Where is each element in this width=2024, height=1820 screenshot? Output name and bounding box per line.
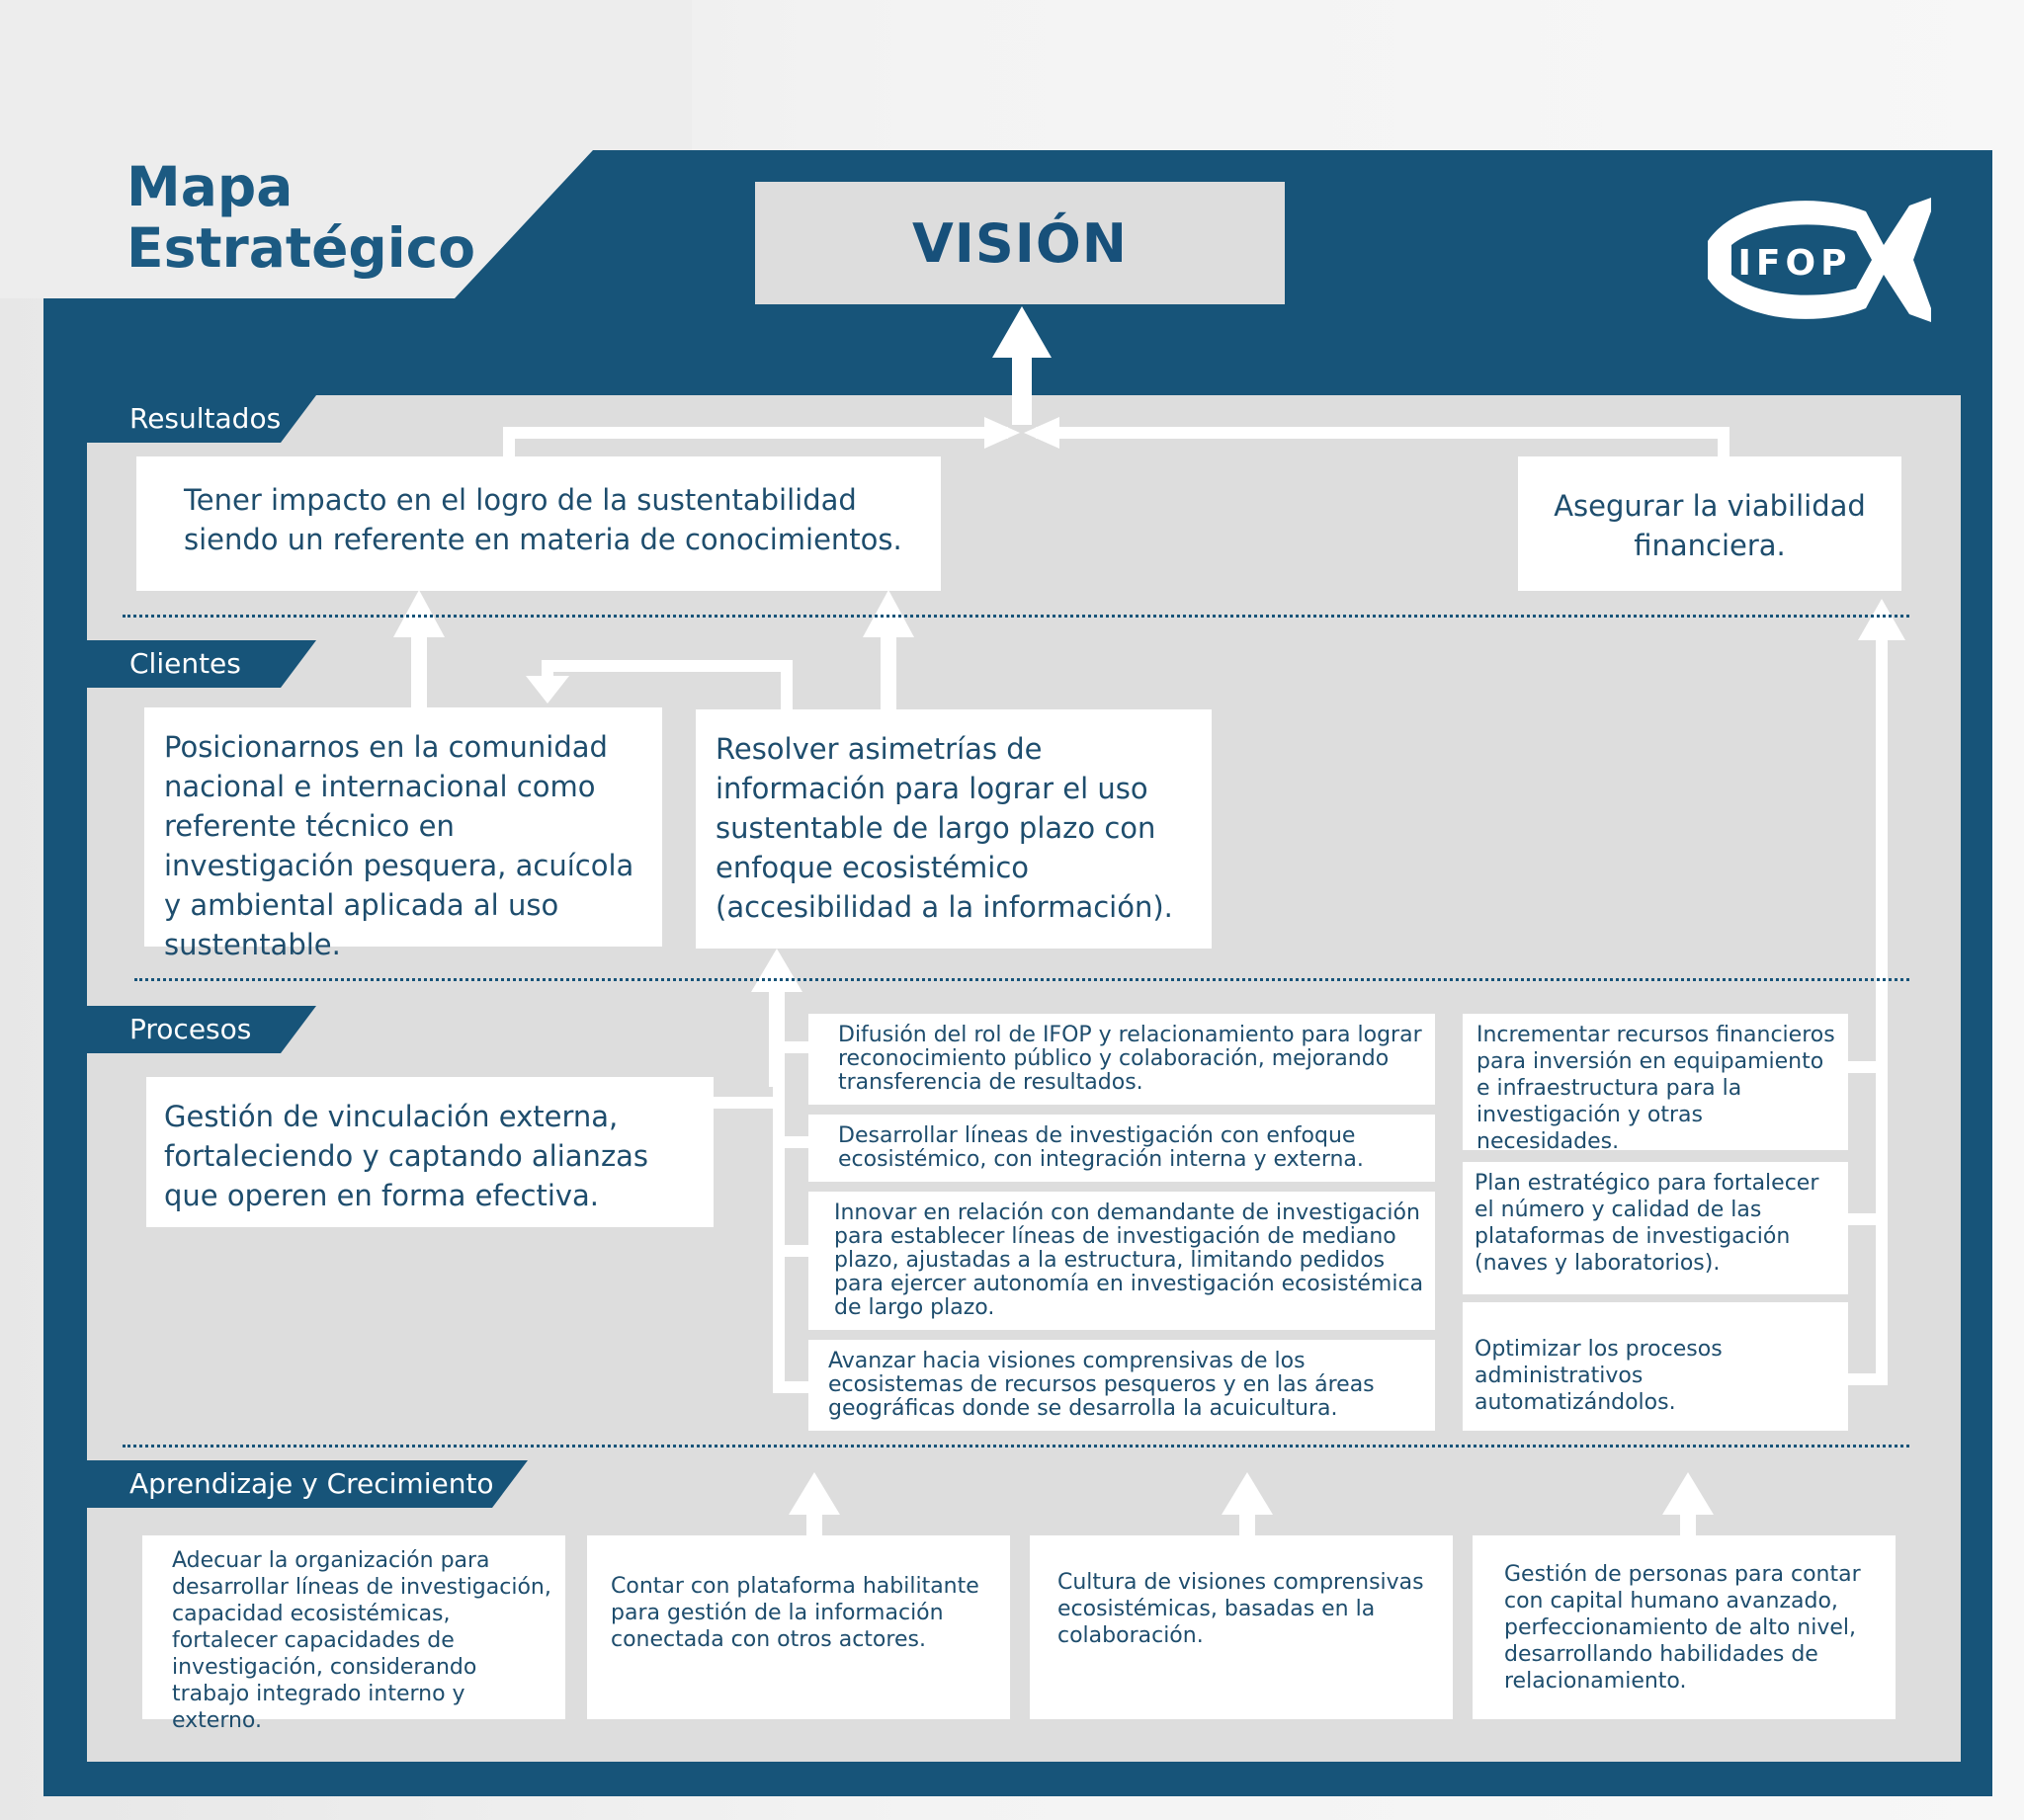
- results-right-riser: [1718, 427, 1729, 456]
- vision-arrow-shaft: [1012, 346, 1032, 425]
- objective-plan: Plan estratégico para fortalecer el núme…: [1463, 1162, 1848, 1294]
- financial-arrowhead: [1858, 599, 1905, 640]
- objective-asimetrias: Resolver asimetrías de información para …: [696, 709, 1212, 949]
- page-title: Mapa Estratégico: [126, 156, 640, 279]
- objective-adecuar: Adecuar la organización para desarrollar…: [142, 1535, 565, 1733]
- results-left-connector: [503, 427, 1008, 439]
- clients-left-arrowhead: [393, 590, 445, 637]
- clients-link-arrowhead: [526, 676, 569, 703]
- clients-right-arrow-shaft: [881, 632, 896, 713]
- section-tag-resultados: Resultados: [87, 395, 316, 443]
- objective-innovar: Innovar en relación con demandante de in…: [808, 1192, 1435, 1330]
- results-right-arrowhead: [1024, 417, 1059, 449]
- objective-posicionarnos: Posicionarnos en la comunidad nacional e…: [144, 707, 662, 961]
- divider-procesos-aprendizaje: [123, 1445, 1909, 1448]
- logo-text: IFOP: [1738, 243, 1852, 284]
- objective-impacto: Tener impacto en el logro de la sustenta…: [136, 456, 941, 591]
- learning-arrow-2-head: [1222, 1472, 1273, 1515]
- section-tag-aprendizaje: Aprendizaje y Crecimiento: [87, 1460, 528, 1508]
- ifop-logo: IFOP: [1708, 198, 1931, 322]
- financial-recursos-tick: [1838, 1061, 1888, 1073]
- objective-optimizar: Optimizar los procesos administrativos a…: [1463, 1302, 1848, 1431]
- section-tag-procesos: Procesos: [87, 1006, 316, 1053]
- divider-clientes-procesos: [134, 978, 1909, 981]
- clients-link-right: [781, 660, 793, 711]
- processes-arrow-shaft: [769, 988, 785, 1087]
- objective-viabilidad: Asegurar la viabilidad financiera.: [1518, 456, 1901, 591]
- objective-lineas: Desarrollar líneas de investigación con …: [808, 1115, 1435, 1182]
- processes-difusion-tick: [773, 1041, 812, 1053]
- processes-avanzar-tick: [773, 1381, 812, 1393]
- vision-label: VISIÓN: [912, 211, 1128, 275]
- results-left-riser: [503, 427, 515, 456]
- vision-arrow-head: [992, 306, 1052, 358]
- financial-plan-tick: [1838, 1213, 1888, 1225]
- objective-cultura: Cultura de visiones comprensivas ecosist…: [1030, 1535, 1453, 1719]
- vision-box: VISIÓN: [755, 182, 1285, 304]
- learning-arrow-3-head: [1662, 1472, 1714, 1515]
- objective-avanzar: Avanzar hacia visiones comprensivas de l…: [808, 1340, 1435, 1431]
- page-title-line-1: Mapa: [126, 155, 294, 218]
- processes-innovar-tick: [773, 1245, 812, 1257]
- divider-resultados-clientes: [123, 615, 1909, 618]
- clients-link-left: [542, 660, 553, 680]
- objective-plataforma: Contar con plataforma habilitante para g…: [587, 1535, 1010, 1719]
- results-left-arrowhead: [984, 417, 1020, 449]
- clients-link-top: [542, 660, 793, 672]
- objective-vinculacion: Gestión de vinculación externa, fortalec…: [146, 1077, 714, 1227]
- processes-vinculacion-link: [714, 1097, 785, 1109]
- section-tag-clientes: Clientes: [87, 640, 316, 688]
- processes-lineas-tick: [773, 1136, 812, 1148]
- financial-arrow-shaft: [1876, 632, 1888, 1385]
- processes-arrowhead: [751, 949, 802, 992]
- financial-optimizar-tick: [1838, 1373, 1888, 1385]
- processes-left-spine: [773, 1087, 785, 1393]
- results-right-connector: [1036, 427, 1728, 439]
- learning-arrow-1-head: [789, 1472, 840, 1515]
- clients-left-arrow-shaft: [411, 632, 427, 711]
- clients-right-arrowhead: [863, 590, 914, 637]
- objective-difusion: Difusión del rol de IFOP y relacionamien…: [808, 1014, 1435, 1105]
- objective-personas: Gestión de personas para contar con capi…: [1473, 1535, 1896, 1719]
- objective-recursos: Incrementar recursos financieros para in…: [1463, 1014, 1848, 1154]
- page-title-line-2: Estratégico: [126, 216, 476, 280]
